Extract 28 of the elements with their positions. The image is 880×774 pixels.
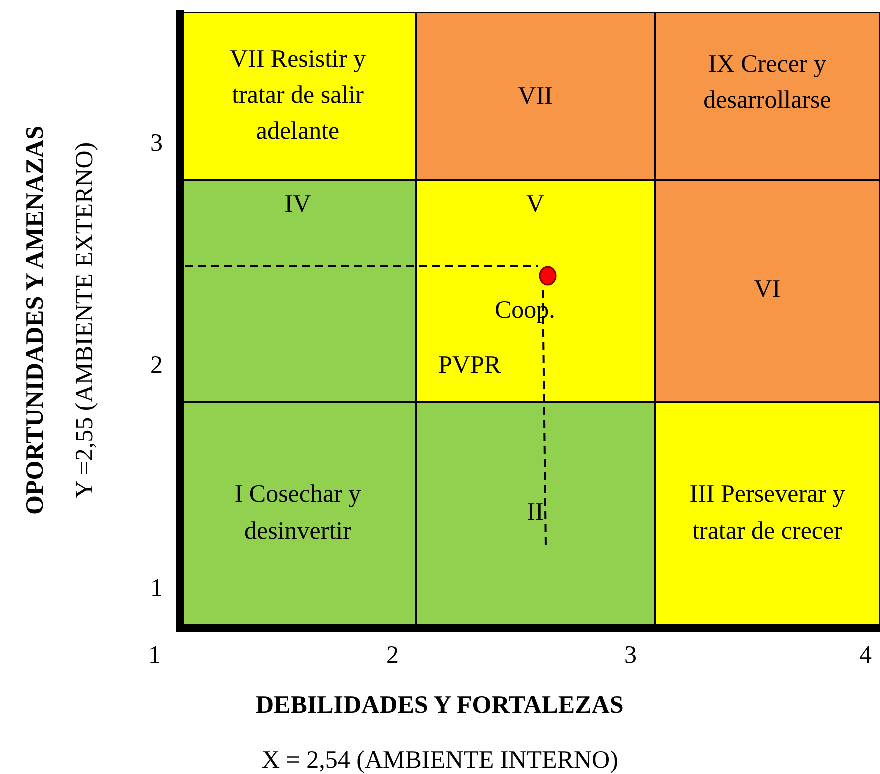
tick-label: 3 bbox=[150, 130, 163, 156]
axis-subtitle: X = 2,54 (AMBIENTE INTERNO) bbox=[262, 748, 618, 772]
cell-label: I Cosechar y desinvertir bbox=[234, 480, 362, 546]
cell-label: VII bbox=[518, 82, 553, 112]
cell-label: II bbox=[527, 498, 544, 528]
point-label: PVPR bbox=[438, 352, 502, 378]
axis-title: DEBILIDADES Y FORTALEZAS bbox=[256, 692, 624, 718]
axis-subtitle: Y =2,55 (AMBIENTE EXTERNO) bbox=[72, 142, 98, 498]
tick-label: 2 bbox=[386, 642, 399, 668]
matrix-cell bbox=[416, 12, 655, 180]
cell-label: V bbox=[526, 190, 545, 220]
matrix-cell bbox=[416, 180, 655, 402]
axis-title: OPORTUNIDADES Y AMENAZAS bbox=[22, 126, 48, 514]
cell-label: IX Crecer y desarrollarse bbox=[702, 50, 832, 116]
matrix-cell bbox=[655, 402, 880, 625]
cell-label: IV bbox=[284, 190, 312, 220]
cell-label: VI bbox=[754, 275, 781, 305]
matrix-cell bbox=[655, 180, 880, 402]
matrix-cell bbox=[655, 12, 880, 180]
tick-label: 1 bbox=[150, 576, 163, 600]
tick-label: 2 bbox=[150, 352, 163, 378]
point-label: Coop. bbox=[495, 298, 556, 322]
tick-label: 3 bbox=[624, 642, 637, 668]
cell-label: VII Resistir y tratar de salir adelante bbox=[228, 44, 368, 148]
tick-label: 1 bbox=[148, 642, 161, 668]
matrix-cell bbox=[416, 402, 655, 625]
tick-label: 4 bbox=[860, 642, 872, 668]
cell-label: III Perseverar y tratar de crecer bbox=[688, 480, 846, 546]
